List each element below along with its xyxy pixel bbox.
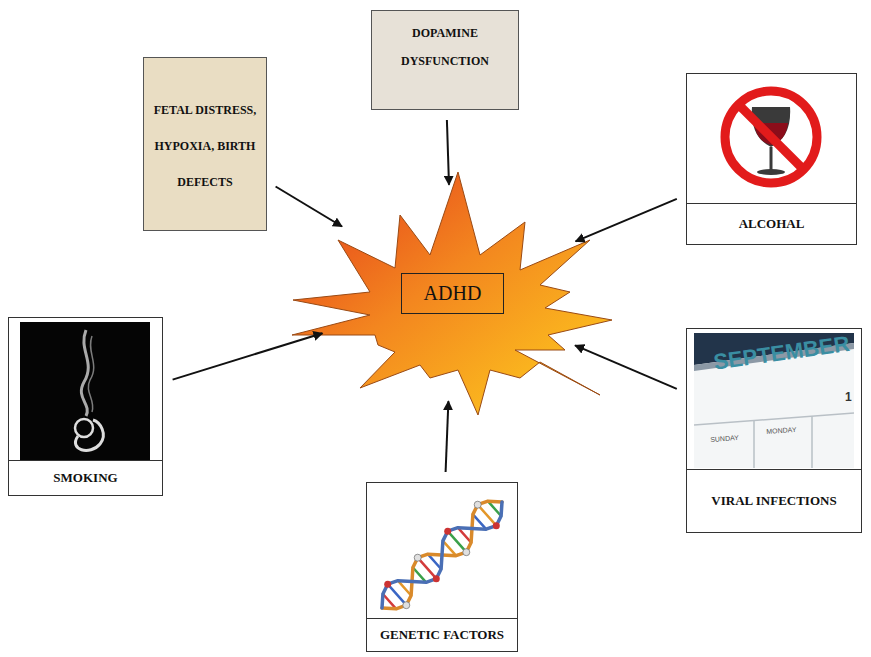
caption-strip: GENETIC FACTORS — [367, 618, 517, 651]
arrow-connector — [276, 187, 342, 227]
arrow-connector — [446, 401, 449, 472]
box-text: DOPAMINE DYSFUNCTION — [375, 19, 515, 75]
smoking-picture — [20, 322, 150, 460]
arrow-connector — [576, 199, 677, 242]
caption-text: ALCOHAL — [739, 216, 805, 232]
arrow-connector — [173, 333, 323, 379]
picture-box: SMOKING — [8, 317, 163, 496]
caption-text: GENETIC FACTORS — [380, 627, 504, 643]
caption-strip: SMOKING — [9, 460, 162, 495]
dna-helix — [372, 490, 512, 618]
arrow-connector — [575, 345, 677, 389]
starburst-node: ADHD — [290, 168, 615, 418]
caption-text: VIRAL INFECTIONS — [711, 493, 836, 509]
picture-box: ALCOHAL — [686, 73, 857, 245]
center-label: ADHD — [401, 273, 505, 314]
text-box: FETAL DISTRESS, HYPOXIA, BIRTH DEFECTS — [143, 57, 267, 231]
text-box: DOPAMINE DYSFUNCTION — [371, 10, 519, 110]
caption-strip: VIRAL INFECTIONS — [687, 469, 861, 532]
box-text: FETAL DISTRESS, HYPOXIA, BIRTH DEFECTS — [146, 92, 264, 200]
photo-text: 1 — [845, 390, 852, 404]
caption-strip: ALCOHAL — [687, 203, 856, 244]
arrow-connector — [447, 120, 449, 185]
no-alcohol-icon — [686, 73, 857, 205]
caption-text: SMOKING — [53, 470, 117, 486]
starburst-outline — [292, 172, 612, 415]
picture-box: GENETIC FACTORS — [366, 482, 518, 652]
